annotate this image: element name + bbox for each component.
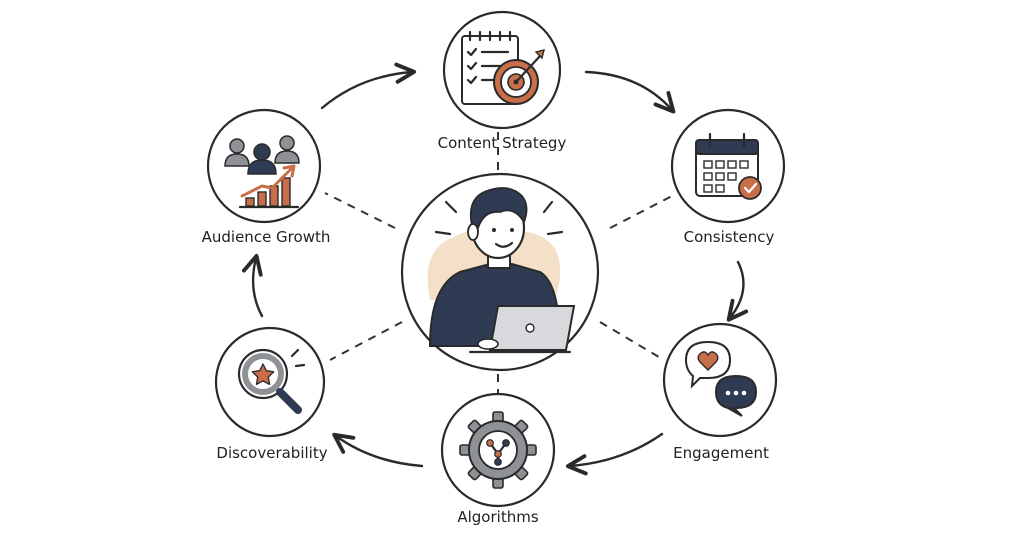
connector-engagement <box>599 321 665 361</box>
connector-discoverability <box>329 321 403 361</box>
node-label-consistency: Consistency <box>684 228 775 246</box>
node-content-strategy: Content Strategy <box>438 10 567 152</box>
node-label-content-strategy: Content Strategy <box>438 134 567 152</box>
node-discoverability: Discoverability <box>214 326 328 462</box>
node-consistency: Consistency <box>670 108 786 246</box>
arrow-growth-to-strategy <box>320 62 417 110</box>
people-growth-chart-icon <box>224 135 300 209</box>
node-label-audience-growth: Audience Growth <box>202 228 331 246</box>
node-label-engagement: Engagement <box>673 444 769 462</box>
calendar-check-icon <box>695 132 762 200</box>
arrow-consistency-to-engagement <box>726 260 749 322</box>
arrow-algorithms-to-discoverability <box>332 432 424 468</box>
magnifier-star-icon <box>237 348 306 414</box>
node-audience-growth: Audience Growth <box>202 108 331 246</box>
chat-heart-icon <box>684 340 758 417</box>
connector-audience-growth <box>324 192 396 229</box>
person-with-laptop-icon <box>427 187 576 354</box>
arrow-engagement-to-algorithms <box>565 432 664 476</box>
arrow-discoverability-to-growth <box>242 253 264 318</box>
checklist-target-icon <box>461 30 545 105</box>
node-engagement: Engagement <box>662 322 778 462</box>
node-label-discoverability: Discoverability <box>216 444 327 462</box>
node-label-algorithms: Algorithms <box>457 508 538 526</box>
connector-consistency <box>609 195 673 229</box>
center-person-laptop <box>400 172 600 372</box>
gear-network-icon <box>459 411 537 489</box>
cycle-arrows <box>242 62 749 476</box>
arrow-strategy-to-consistency <box>584 70 676 114</box>
node-algorithms: Algorithms <box>440 392 556 526</box>
